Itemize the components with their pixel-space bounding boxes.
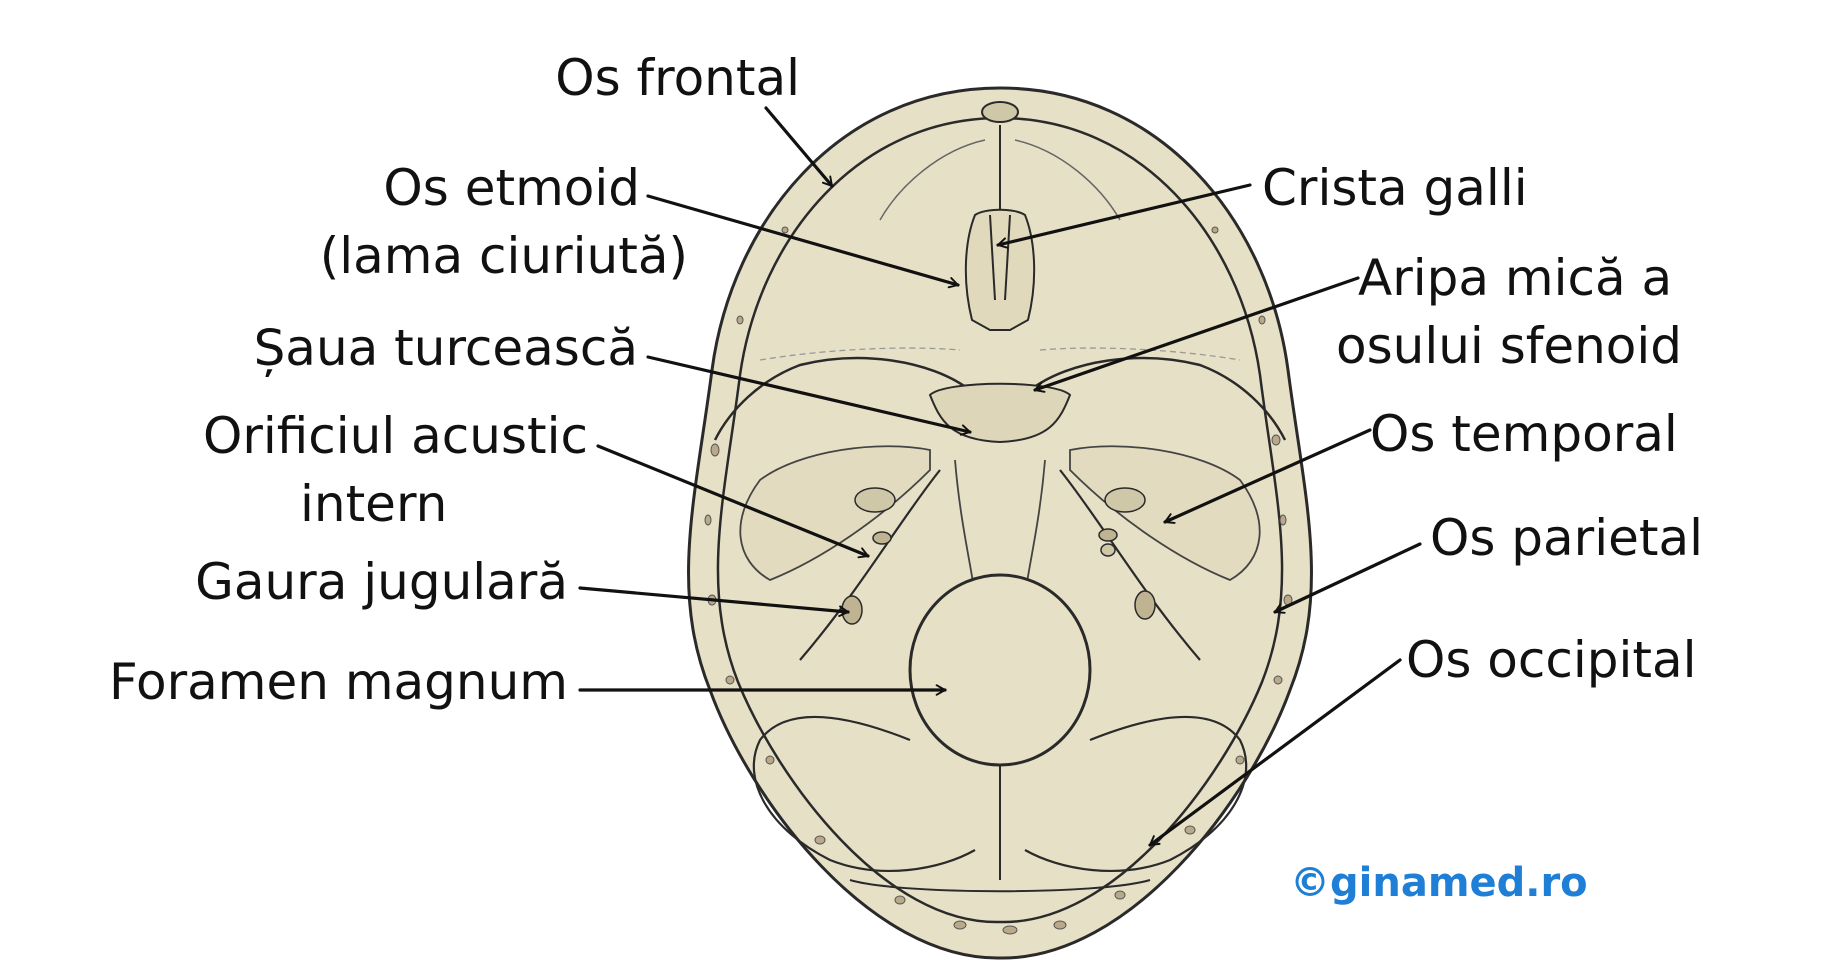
label-foramen-magnum: Foramen magnum (109, 653, 568, 711)
label-os-frontal: Os frontal (555, 49, 800, 107)
label-aripa-mica-line1: Aripa mică a (1358, 249, 1673, 307)
label-os-etmoid-line2: (lama ciuriută) (319, 227, 688, 285)
coronal-suture (759, 347, 1241, 361)
label-crista-galli: Crista galli (1262, 159, 1528, 217)
label-orificiul-acustic-line1: Orificiul acustic (202, 407, 588, 465)
foramen-ovale-right (1104, 487, 1146, 513)
label-os-temporal: Os temporal (1370, 405, 1678, 463)
transverse-groove (849, 879, 1151, 893)
lesser-wing-right (1029, 356, 1287, 441)
foramen-ovale-left (854, 487, 896, 513)
label-orificiul-acustic-line2: intern (300, 475, 448, 533)
middle-fossa-left (739, 445, 931, 581)
arrow-saua-turceasca (646, 355, 972, 436)
diploe-dots (704, 226, 1293, 935)
cribriform-plate (964, 208, 1036, 331)
arrow-crista-galli (996, 183, 1252, 249)
orbital-shading-right (1014, 139, 1121, 221)
posterior-fossa-left (752, 715, 976, 873)
petrous-ridge-right (1059, 469, 1201, 661)
arrow-os-parietal (1273, 542, 1422, 614)
lesser-wing-left (713, 356, 971, 441)
internal-acoustic-meatus-left (872, 531, 892, 545)
frontal-sinus (981, 101, 1019, 123)
foramen-magnum-shape (908, 573, 1092, 767)
label-os-etmoid-line1: Os etmoid (383, 159, 640, 217)
middle-fossa-right (1069, 445, 1261, 581)
arrow-aripa-mica (1033, 276, 1360, 393)
skull-inner-table (716, 116, 1284, 924)
label-gaura-jugulara: Gaura jugulară (195, 553, 568, 611)
label-os-occipital: Os occipital (1406, 631, 1697, 689)
arrow-os-occipital (1148, 658, 1402, 847)
posterior-fossa-right (1024, 715, 1248, 873)
jugular-foramen-right (1134, 590, 1156, 620)
arrow-orificiul-acustic (596, 444, 870, 559)
orbital-shading-left (879, 139, 986, 221)
jugular-foramen-left (841, 595, 863, 625)
foramen-small-right (1100, 543, 1116, 557)
arrow-os-frontal (764, 106, 834, 188)
label-aripa-mica-line2: osului sfenoid (1336, 317, 1683, 375)
label-saua-turceasca: Șaua turcească (253, 319, 638, 377)
pointer-arrows (578, 106, 1422, 847)
arrow-os-temporal (1163, 428, 1372, 524)
internal-acoustic-meatus-right (1098, 528, 1118, 542)
arrow-os-etmoid (646, 194, 960, 289)
label-os-parietal: Os parietal (1430, 509, 1704, 567)
arrow-gaura-jugulara (578, 586, 850, 617)
petrous-ridge-left (799, 469, 941, 661)
crista-galli (989, 214, 1011, 301)
credit-watermark: ©ginamed.ro (1290, 860, 1588, 906)
